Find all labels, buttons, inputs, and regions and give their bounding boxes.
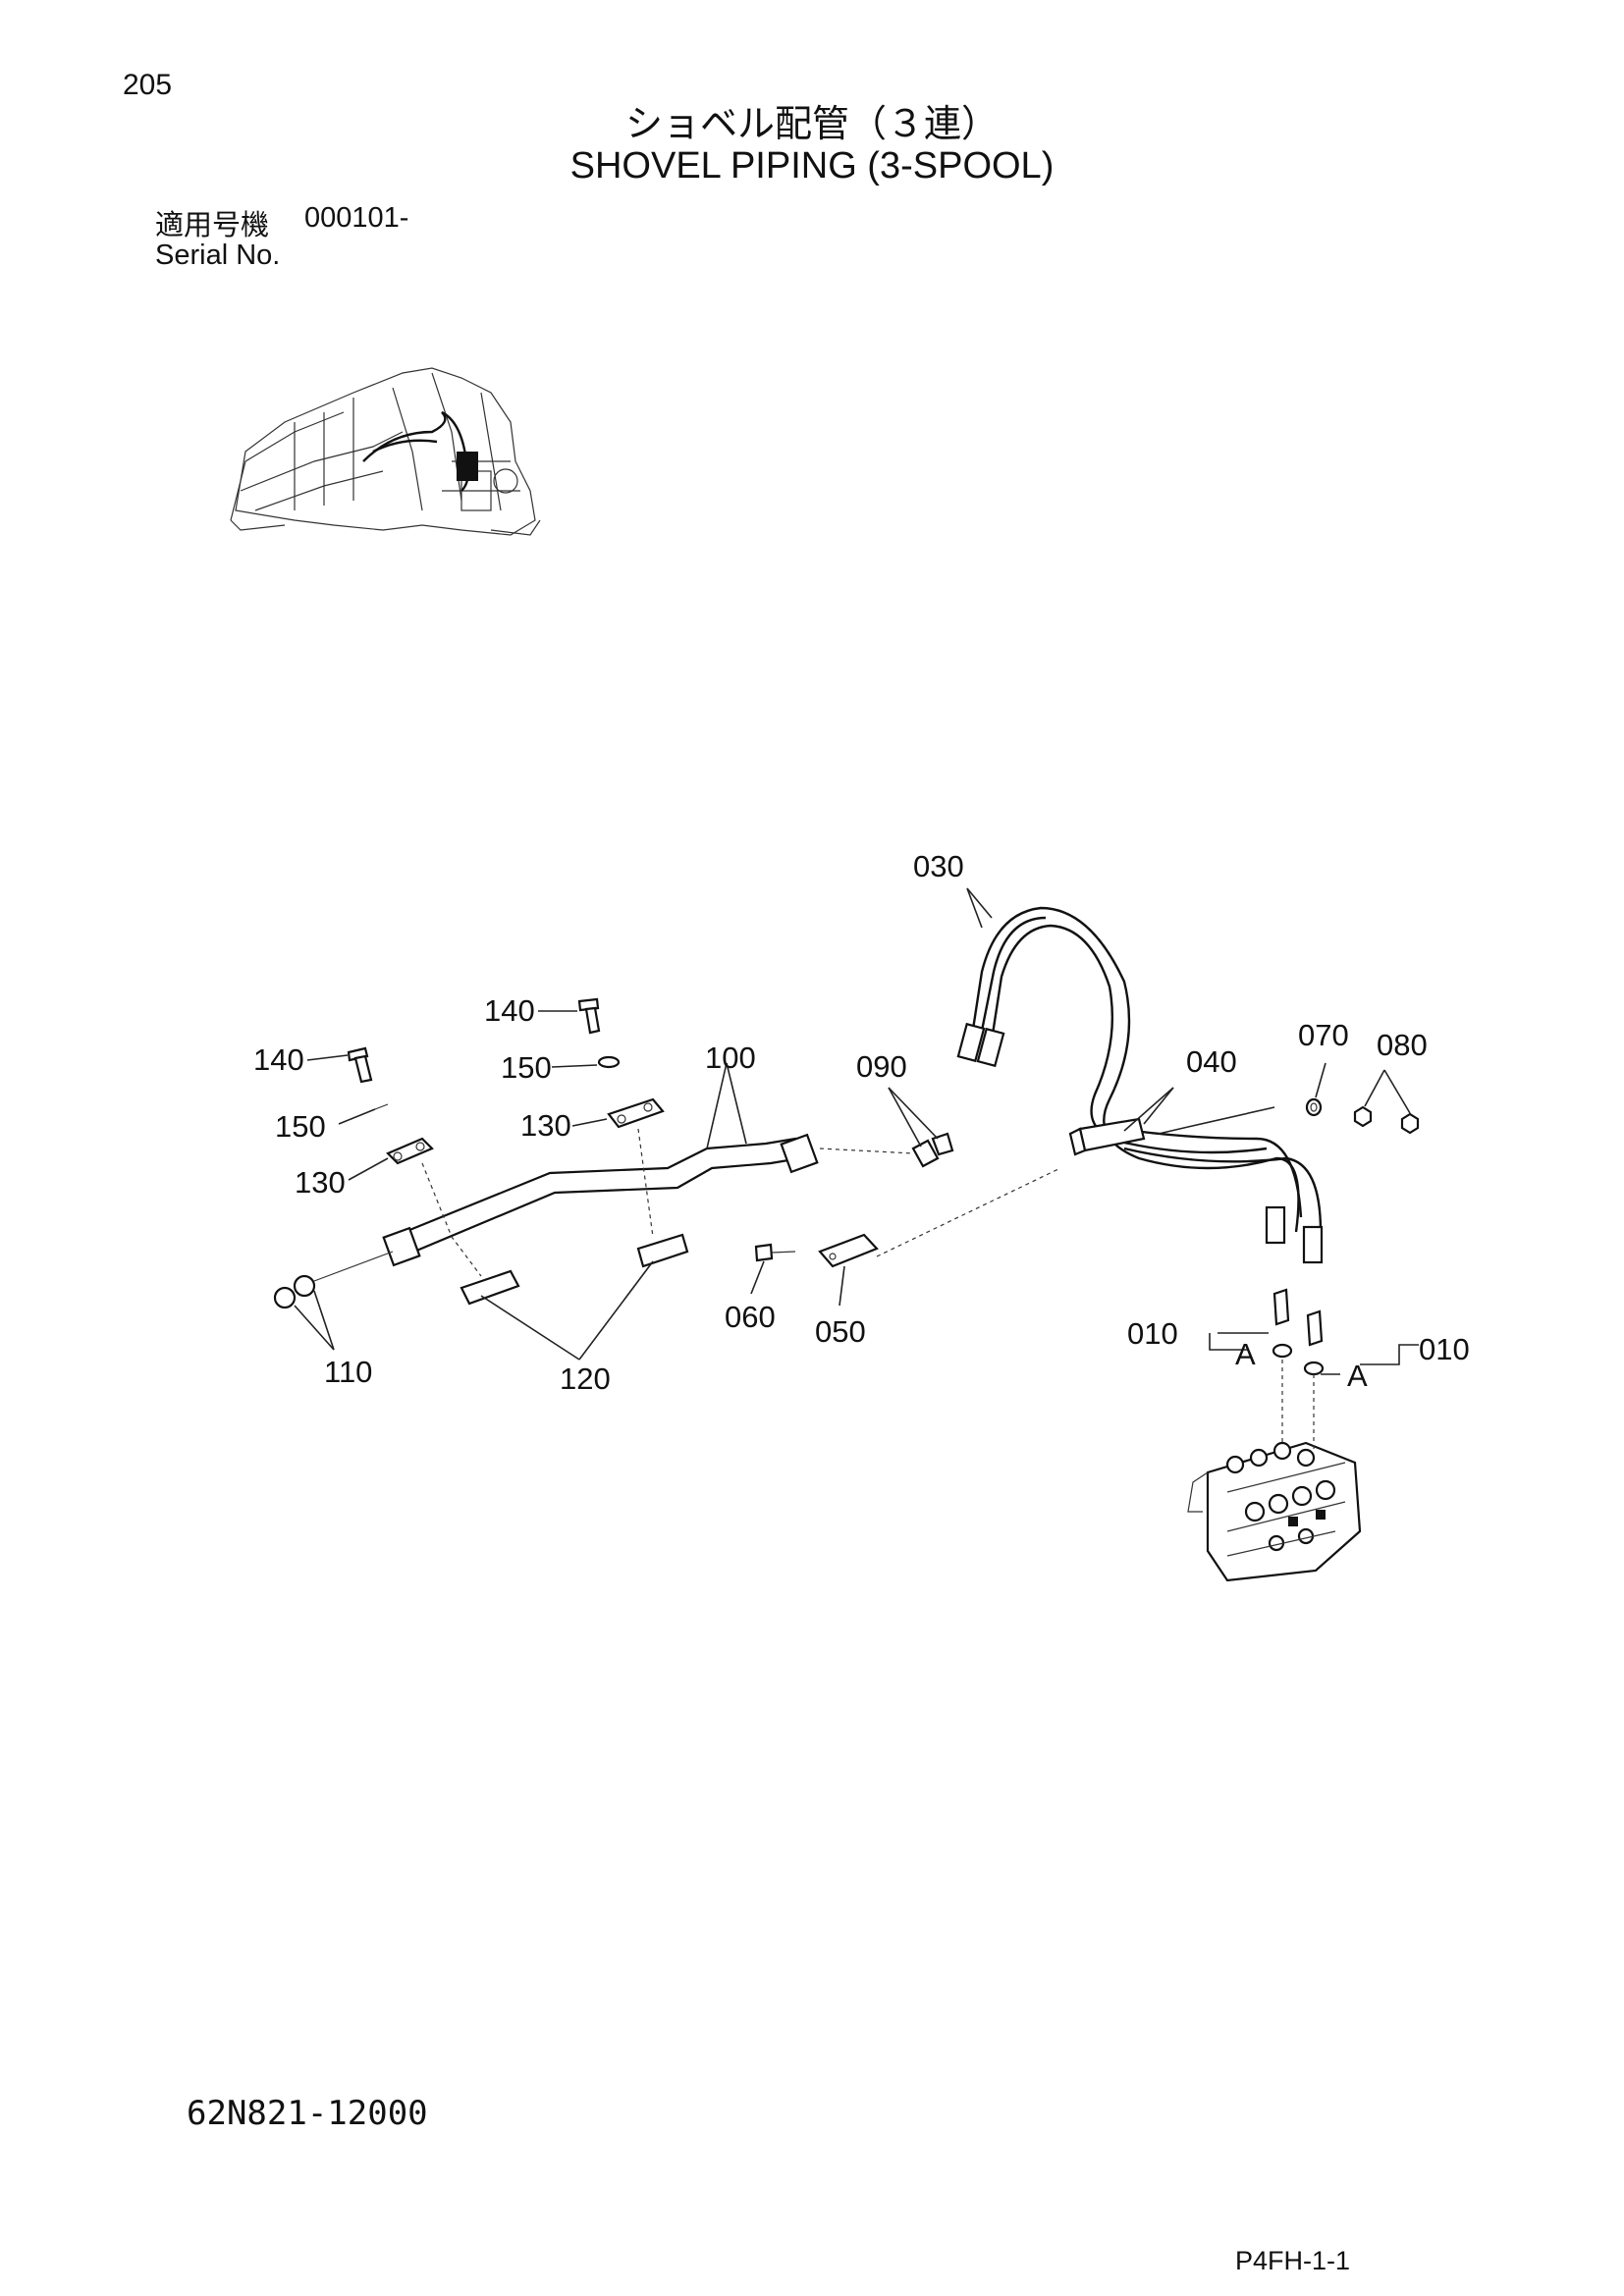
page-number: 205 [123,69,173,101]
drawing-number: 62N821-12000 [187,2094,428,2133]
callout-060: 060 [725,1300,776,1334]
block-120-right [636,1233,689,1268]
callout-090: 090 [856,1049,907,1084]
callout-050: 050 [815,1314,866,1349]
pipe-100 [382,1133,819,1267]
callout-070: 070 [1298,1018,1349,1052]
hose-assembly-030 [956,906,1324,1264]
leader-lines [294,887,1419,1453]
clamp-130-right [607,1097,665,1129]
callout-130-left: 130 [295,1165,346,1200]
callout-030: 030 [913,849,964,883]
page-code: P4FH-1-1 [1235,2246,1351,2275]
adapter-090 [911,1132,954,1168]
callout-040: 040 [1186,1044,1237,1079]
callout-080: 080 [1377,1028,1428,1062]
detail-label-a-left: A [1235,1337,1256,1371]
washer-070 [1305,1097,1323,1117]
callout-140-upper: 140 [484,993,535,1028]
serial-value: 000101- [304,202,409,234]
fittings-010 [1272,1288,1325,1376]
callout-110: 110 [324,1355,372,1389]
detail-label-a-right: A [1347,1359,1368,1393]
callout-150-upper: 150 [501,1050,552,1085]
nuts-080 [1353,1105,1420,1135]
block-120-left [460,1269,520,1306]
control-valve [1187,1441,1362,1582]
bolt-140-right [577,997,601,1035]
callout-100: 100 [705,1041,756,1075]
elbow-110 [273,1251,394,1309]
serial-label-japanese: 適用号機 [155,208,270,241]
bolt-060 [754,1243,796,1262]
page-title-japanese: ショベル配管（３連） [624,102,999,145]
callout-150-left: 150 [275,1109,326,1144]
callout-labels: 030 140 140 150 150 100 090 040 070 080 … [253,849,1470,1396]
callout-010-right: 010 [1419,1332,1470,1366]
plate-050 [818,1233,879,1268]
clamp-130-left [386,1137,434,1165]
callout-130-upper: 130 [520,1108,571,1143]
page-title-english: SHOVEL PIPING (3-SPOOL) [569,145,1055,187]
washer-150-left [374,1103,389,1110]
callout-010-left: 010 [1127,1316,1178,1351]
bolt-140-left [347,1046,373,1084]
serial-label-english: Serial No. [155,240,281,271]
clamp-040 [1068,1117,1146,1156]
washer-150-right [597,1055,621,1069]
callout-140-left: 140 [253,1042,304,1077]
callout-120: 120 [560,1362,611,1396]
machine-overview-sketch [230,367,541,536]
